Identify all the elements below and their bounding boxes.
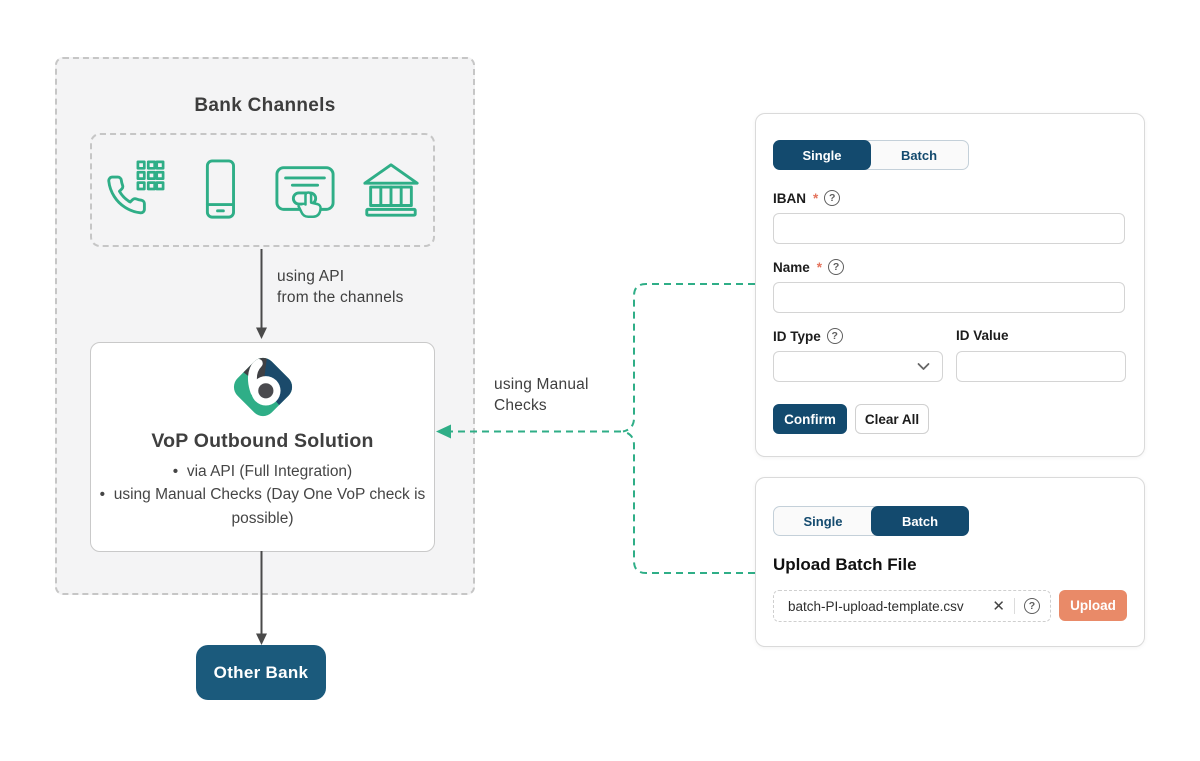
confirm-button[interactable]: Confirm xyxy=(773,404,847,434)
help-icon[interactable]: ? xyxy=(824,190,841,206)
bank-channels-container: Bank Channels xyxy=(55,57,475,595)
brand-diamond-logo xyxy=(227,351,299,428)
tab-group: Single Batch xyxy=(773,506,969,536)
phone-keypad-icon xyxy=(104,159,166,221)
id-value-label: ID Value xyxy=(956,328,1009,343)
iban-input[interactable] xyxy=(773,213,1125,244)
upload-batch-file-heading: Upload Batch File xyxy=(773,555,917,574)
manual-checks-label: using Manual Checks xyxy=(494,376,589,414)
tab-group: Single Batch xyxy=(773,140,969,170)
smartphone-icon xyxy=(188,159,250,221)
tab-single[interactable]: Single xyxy=(773,140,871,170)
required-asterisk: * xyxy=(816,259,823,275)
batch-upload-panel: Single Batch Upload Batch File batch-PI-… xyxy=(755,477,1145,647)
name-input[interactable] xyxy=(773,282,1125,313)
id-type-select[interactable] xyxy=(773,351,943,382)
batch-file-field[interactable]: batch-PI-upload-template.csv ✕ ? xyxy=(773,590,1051,622)
channels-icons-box xyxy=(90,133,435,247)
other-bank-node: Other Bank xyxy=(196,645,326,700)
upload-button[interactable]: Upload xyxy=(1059,590,1127,621)
vop-bullet: using Manual Checks (Day One VoP check i… xyxy=(98,483,428,530)
help-icon[interactable]: ? xyxy=(1024,598,1040,614)
chevron-down-icon xyxy=(917,363,930,370)
help-icon[interactable]: ? xyxy=(828,259,845,275)
bank-building-icon xyxy=(360,159,422,221)
card-click-icon xyxy=(272,159,338,221)
vop-outbound-solution-box: VoP Outbound Solution via API (Full Inte… xyxy=(90,342,435,552)
id-type-label: ID Type? xyxy=(773,328,843,344)
bank-channels-title: Bank Channels xyxy=(194,95,336,116)
help-icon[interactable]: ? xyxy=(826,328,843,344)
vop-title: VoP Outbound Solution xyxy=(151,430,374,452)
clear-all-button[interactable]: Clear All xyxy=(855,404,929,434)
required-asterisk: * xyxy=(813,190,819,206)
vop-bullet: via API (Full Integration) xyxy=(98,460,428,483)
selected-file-name: batch-PI-upload-template.csv xyxy=(788,598,964,614)
single-check-panel: Single Batch IBAN*? Name*? ID Type? ID V… xyxy=(755,113,1145,457)
tab-batch[interactable]: Batch xyxy=(871,506,969,536)
api-arrow-label: using API from the channels xyxy=(277,268,404,306)
iban-label: IBAN*? xyxy=(773,190,841,206)
id-value-input[interactable] xyxy=(956,351,1126,382)
tab-batch[interactable]: Batch xyxy=(900,147,938,163)
tab-single[interactable]: Single xyxy=(803,513,843,529)
name-label: Name*? xyxy=(773,259,845,275)
divider xyxy=(1014,598,1015,614)
vop-bullet-list: via API (Full Integration) using Manual … xyxy=(98,460,428,530)
clear-file-icon[interactable]: ✕ xyxy=(992,597,1005,615)
